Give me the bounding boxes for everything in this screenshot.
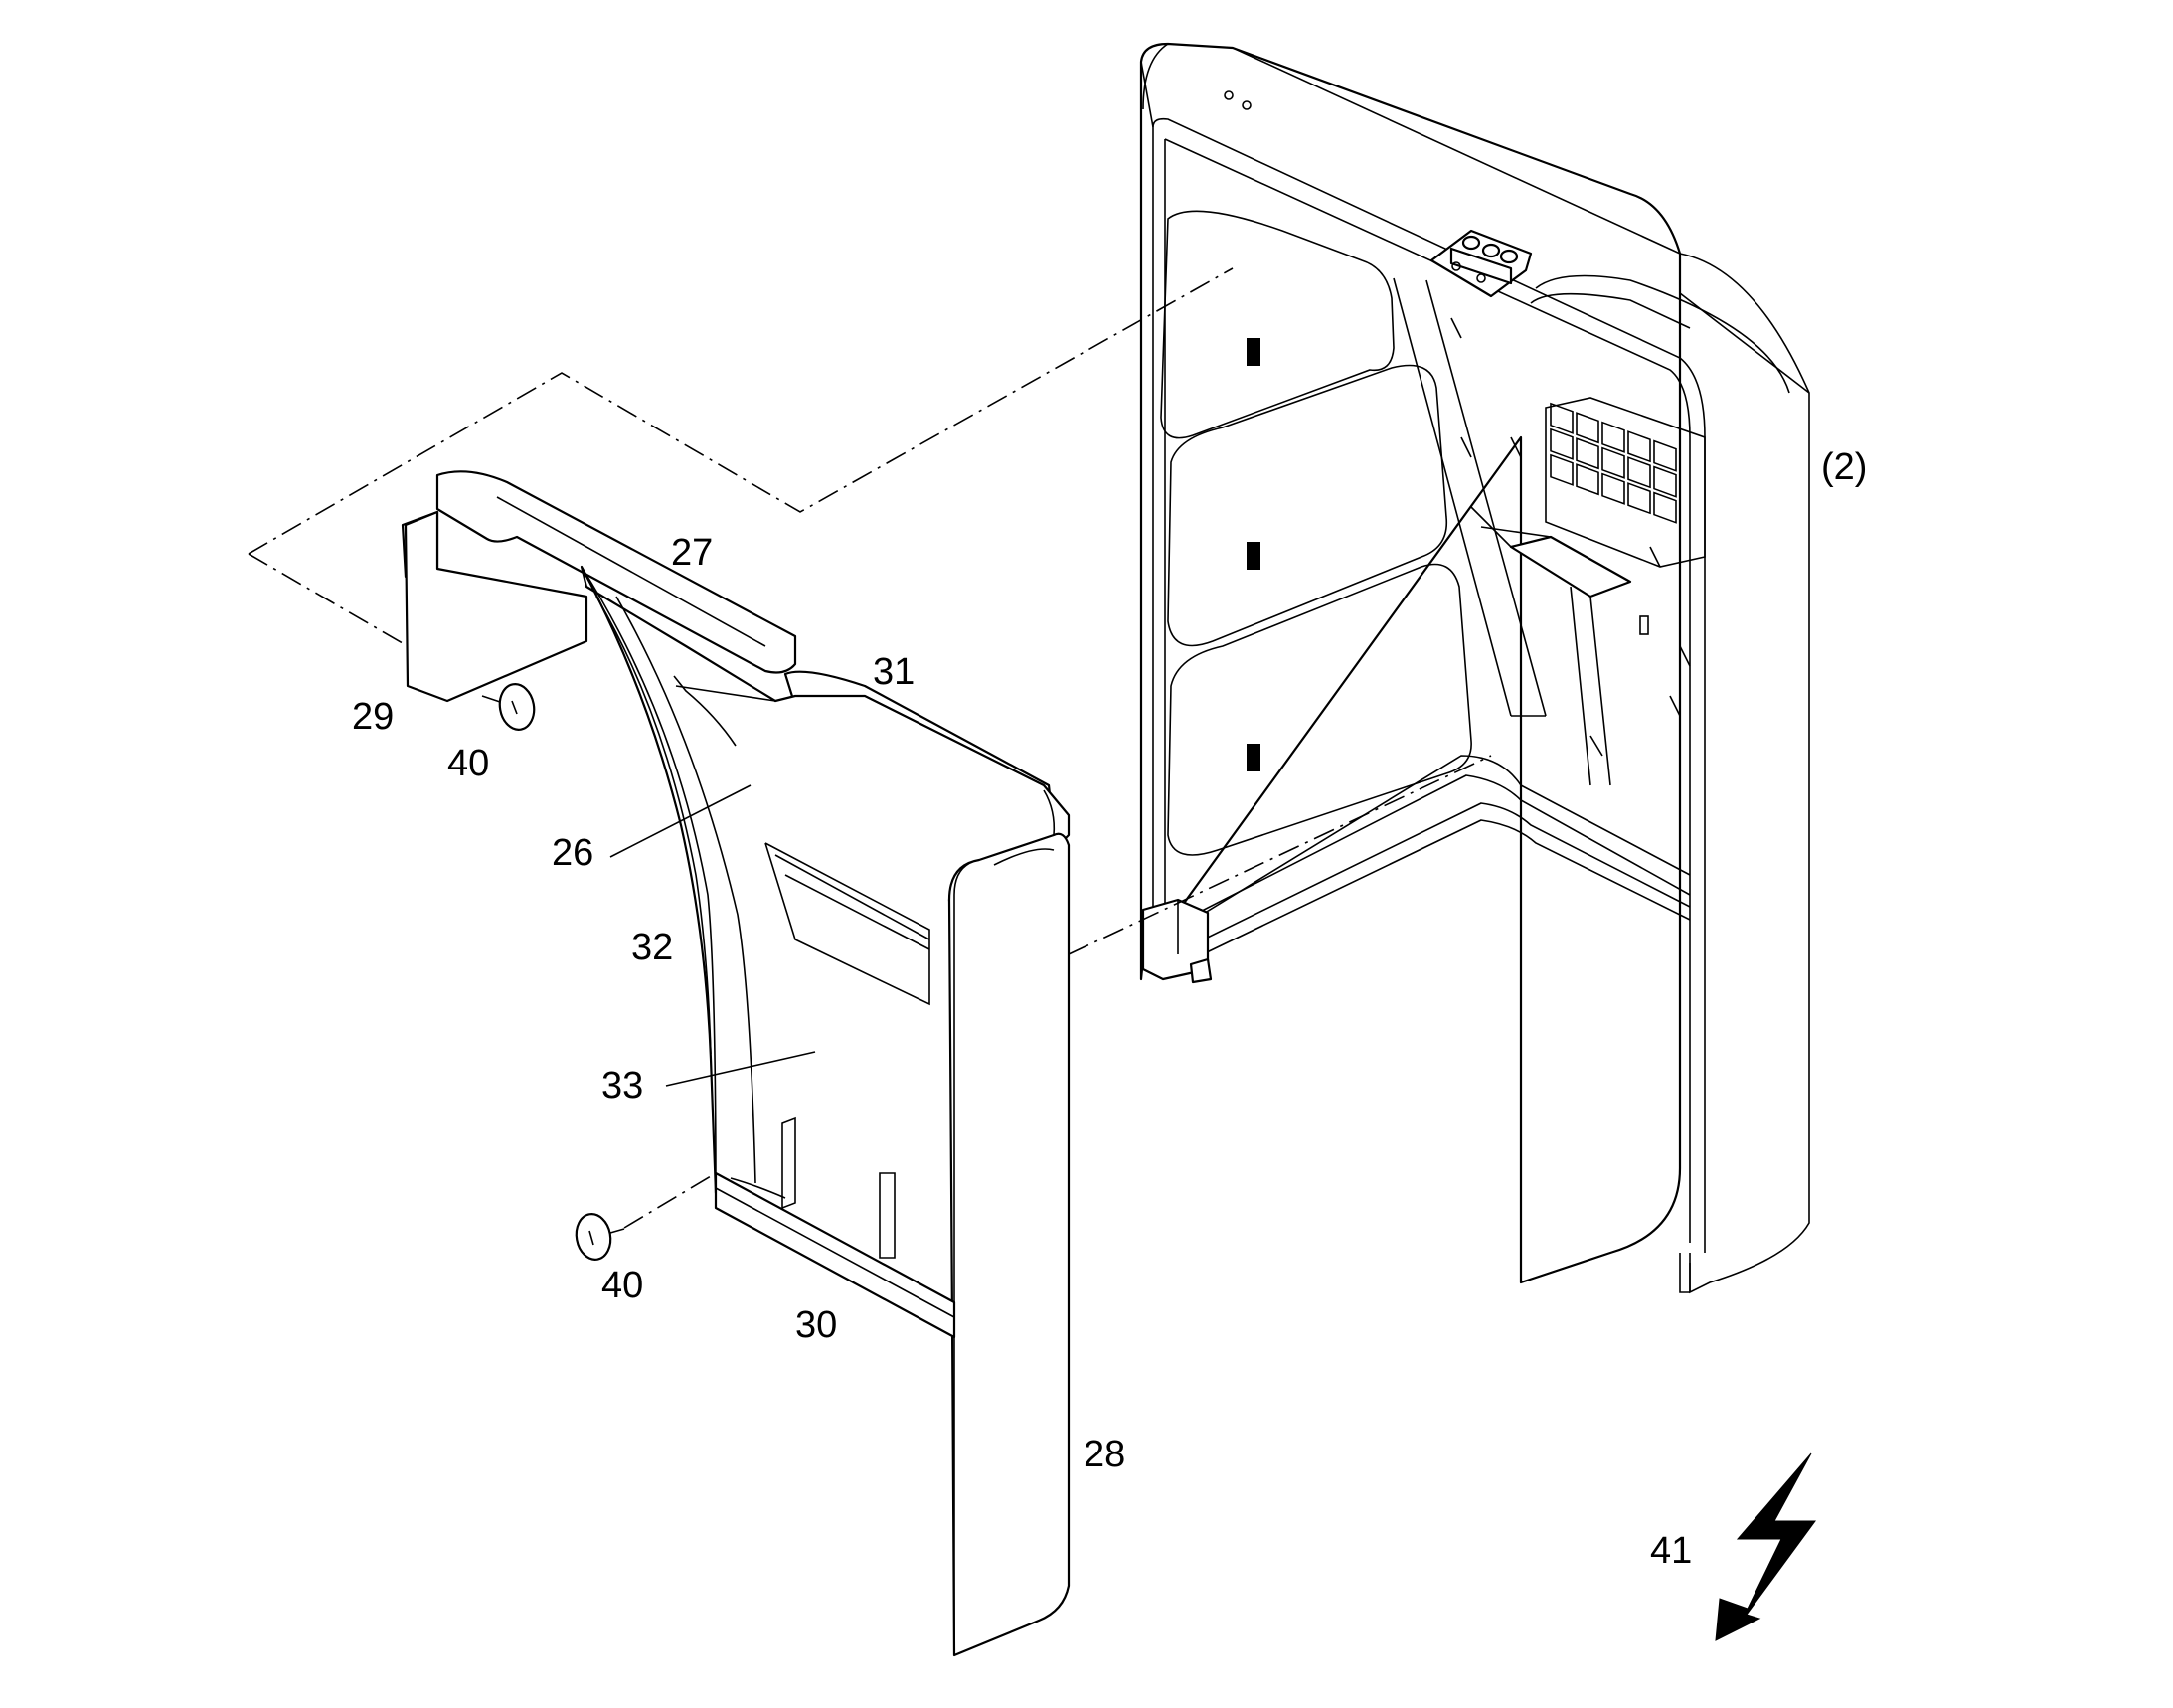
assembly-phantom-lines xyxy=(248,267,1492,1229)
lower-bracket xyxy=(1470,506,1632,786)
leader-lines xyxy=(609,784,816,1087)
callout-31: 31 xyxy=(873,651,915,693)
callout-assembly-2: (2) xyxy=(1821,446,1867,488)
callout-30: 30 xyxy=(795,1304,837,1346)
cab-door-assembly xyxy=(1139,42,1810,1294)
part-29-block xyxy=(401,510,588,703)
part-26-28-frame xyxy=(580,565,1071,1657)
callout-26: 26 xyxy=(552,832,593,874)
hinge-plate xyxy=(1429,229,1533,298)
vent-grill xyxy=(1545,397,1706,568)
callout-27: 27 xyxy=(671,532,713,574)
callout-29: 29 xyxy=(352,696,394,738)
fastener-40-upper xyxy=(481,683,536,731)
callout-41: 41 xyxy=(1650,1530,1692,1572)
left-panel-assembly xyxy=(401,470,1071,1657)
part-32-seal-strip xyxy=(595,596,712,1055)
callout-32: 32 xyxy=(631,927,673,968)
door-panels xyxy=(1160,210,1472,856)
fastener-40-lower xyxy=(575,1213,625,1261)
lightning-bolt-icon xyxy=(1715,1452,1816,1641)
callout-40-lower: 40 xyxy=(601,1265,643,1306)
part-27-top-rail xyxy=(435,470,797,674)
callout-33: 33 xyxy=(601,1065,643,1107)
callout-28: 28 xyxy=(1084,1434,1125,1475)
callout-40-upper: 40 xyxy=(447,743,489,784)
callout-labels: 27 31 29 40 26 32 33 40 30 28 41 (2) xyxy=(352,446,1867,1572)
